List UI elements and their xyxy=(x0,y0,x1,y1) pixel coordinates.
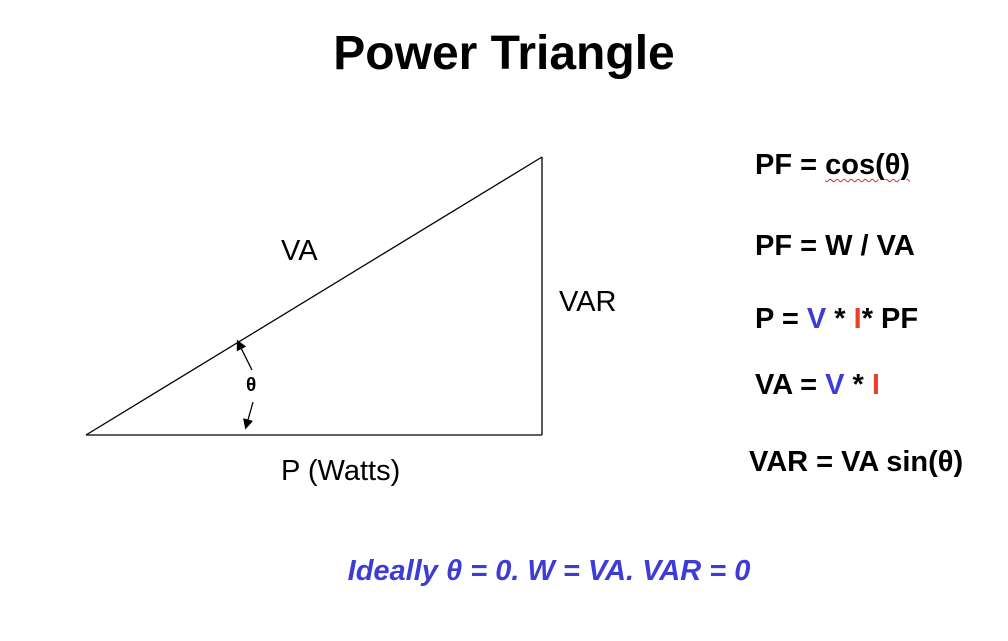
formula-pf-cos-lhs: PF = xyxy=(755,149,826,181)
formula-pf-cos-rhs: cos(θ) xyxy=(825,149,911,181)
vertical-side-label: VAR xyxy=(559,286,617,318)
hypotenuse-label: VA xyxy=(281,235,318,267)
footer-note: Ideally θ = 0. W = VA. VAR = 0 xyxy=(347,555,751,587)
formula-power-part2: * xyxy=(826,303,854,335)
formula-pf-ratio: PF = W / VA xyxy=(755,230,915,262)
current-symbol: I xyxy=(871,369,880,401)
formula-power: P = V * I* PF xyxy=(755,302,918,336)
formula-var: VAR = VA sin(θ) xyxy=(749,446,964,478)
formula-power-part3: * PF xyxy=(861,303,919,335)
formula-power-part1: P = xyxy=(755,303,807,335)
angle-label: θ xyxy=(246,375,257,396)
formula-va: VA = V * I xyxy=(755,368,880,402)
voltage-symbol: V xyxy=(806,303,827,335)
base-label: P (Watts) xyxy=(281,455,401,487)
formula-va-part1: VA = xyxy=(755,369,826,401)
angle-arrow-lower xyxy=(243,401,254,430)
formula-pf-cos: PF = cos(θ) xyxy=(755,148,910,182)
angle-arrow-upper xyxy=(236,339,253,371)
formula-va-part2: * xyxy=(844,369,872,401)
page-title: Power Triangle xyxy=(333,27,675,80)
voltage-symbol: V xyxy=(825,369,845,401)
current-symbol: I xyxy=(853,303,862,335)
triangle-hypotenuse xyxy=(85,156,543,436)
